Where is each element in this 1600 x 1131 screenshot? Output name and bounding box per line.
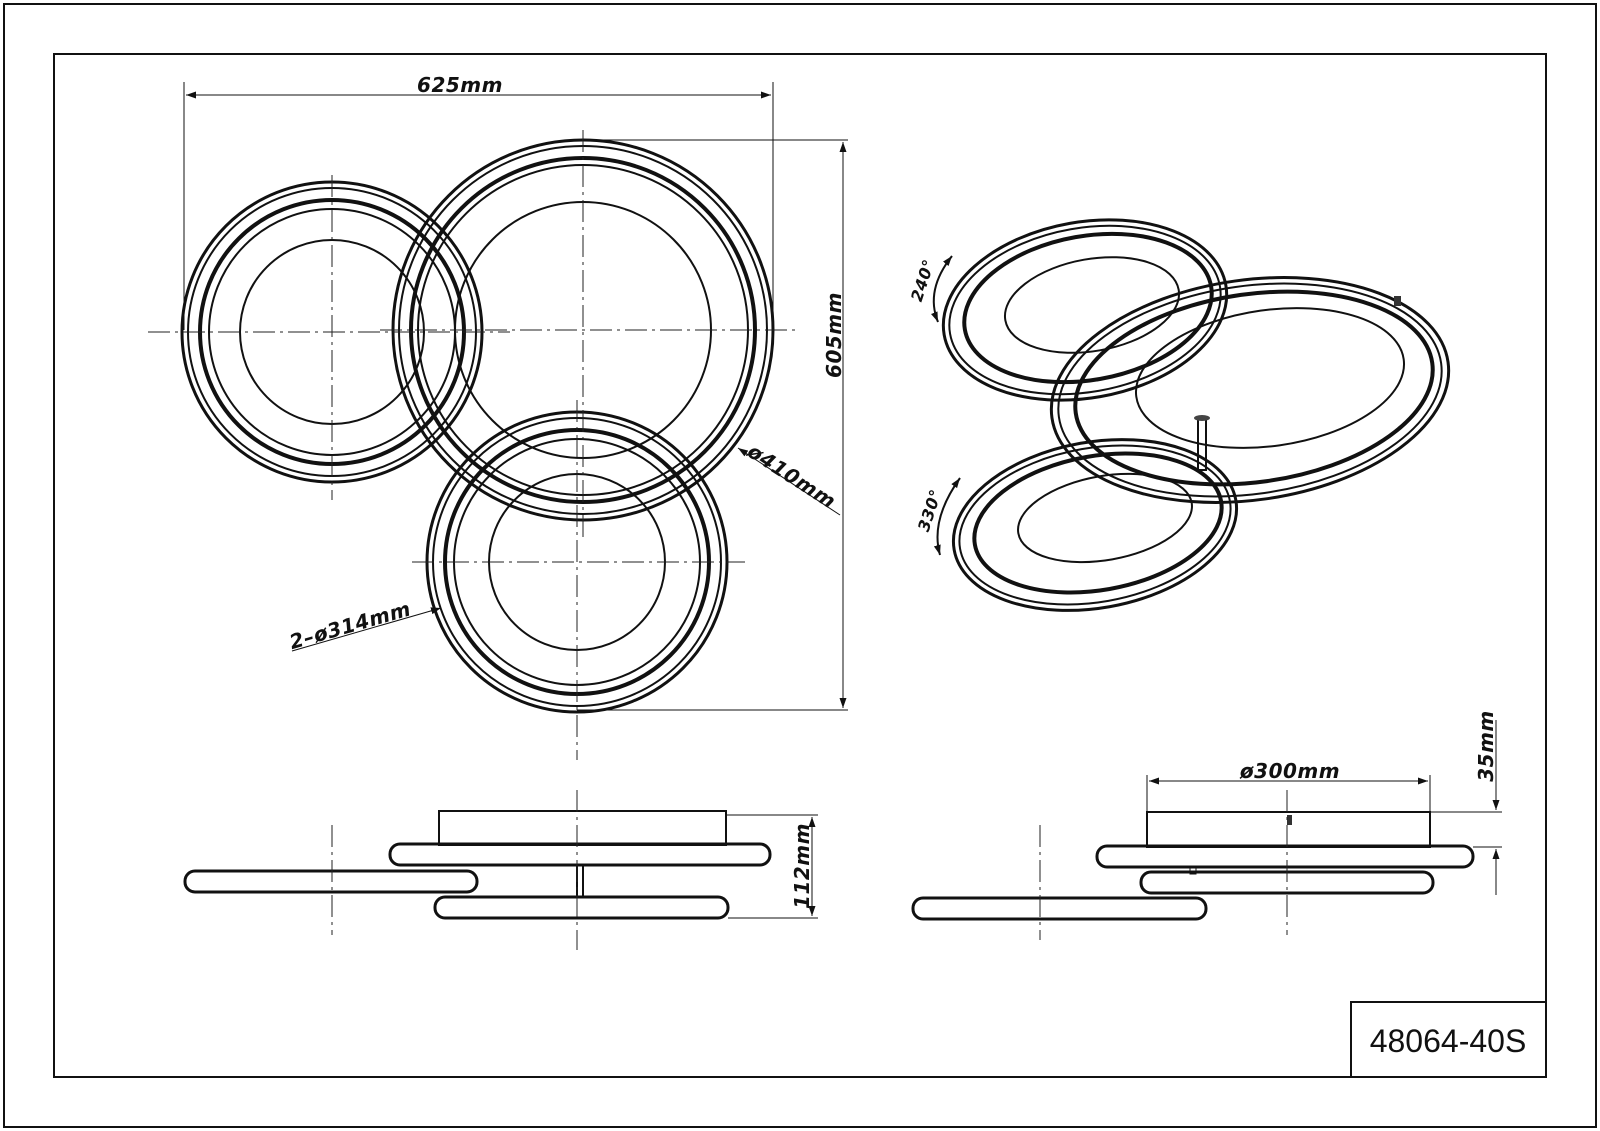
lower-rotation-label: 330° <box>914 487 945 534</box>
canopy-diameter-label: ø300mm <box>1239 759 1340 783</box>
width-dimension-label: 625mm <box>417 73 503 97</box>
perspective-upper-ring <box>941 218 1229 402</box>
side-height-label: 112mm <box>790 823 814 909</box>
small-rings-diameter-label: 2–ø314mm <box>287 596 414 654</box>
perspective-view: 240° 330° <box>907 218 1451 612</box>
perspective-lower-ring <box>951 438 1239 612</box>
product-code: 48064-40S <box>1370 1023 1527 1059</box>
drawing-frame <box>53 53 1547 1078</box>
large-ring-diameter-label: ø410mm <box>742 438 840 513</box>
title-block <box>1350 1001 1547 1078</box>
side-view-front: 112mm <box>183 790 818 950</box>
perspective-large-ring <box>1049 276 1451 504</box>
outer-border <box>3 3 1597 1128</box>
side-view-side: ø300mm 35mm <box>911 710 1502 940</box>
canopy-height-label: 35mm <box>1474 710 1498 782</box>
height-dimension-label: 605mm <box>822 292 846 378</box>
top-view: 625mm 605mm ø410mm 2–ø314mm <box>148 73 848 760</box>
